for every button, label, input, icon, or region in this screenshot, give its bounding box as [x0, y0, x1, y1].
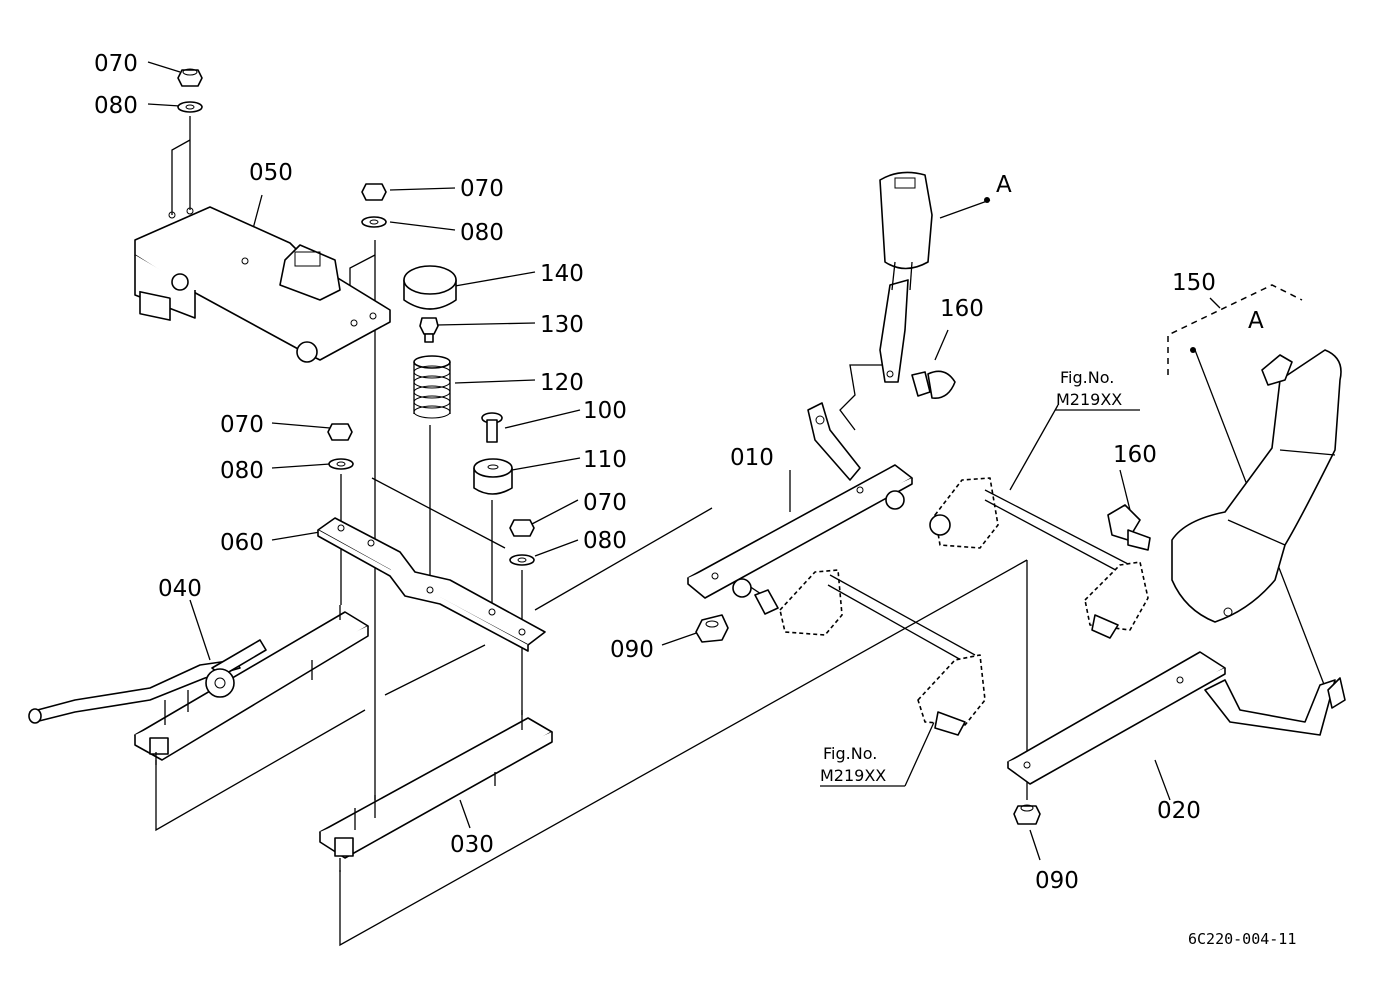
callout-bracket-a — [984, 197, 1303, 375]
reference-dot — [1190, 347, 1196, 353]
washer-080-part — [361, 216, 387, 228]
rail-030-part — [319, 710, 553, 872]
bolt-130-part — [419, 317, 439, 343]
label-010: 010 — [730, 445, 774, 471]
rail-040-part — [28, 605, 369, 765]
label-080: 080 — [94, 93, 138, 119]
nut-090-part — [695, 614, 729, 643]
arm-010-part — [687, 402, 913, 599]
label-070: 070 — [583, 490, 627, 516]
bolt-160-part — [911, 370, 956, 399]
figure-code: 6C220-004-11 — [1188, 930, 1296, 948]
label-160: 160 — [1113, 442, 1157, 468]
label-080: 080 — [220, 458, 264, 484]
label-110: 110 — [583, 447, 627, 473]
label-140: 140 — [540, 261, 584, 287]
label-100: 100 — [583, 398, 627, 424]
leader-lines — [147, 61, 1331, 947]
nut-070-part — [509, 519, 535, 537]
link-plate-right — [1084, 561, 1149, 639]
label-ref-a: A — [1248, 308, 1264, 334]
label-120: 120 — [540, 370, 584, 396]
nut-070-part — [177, 68, 203, 87]
nut-070-part — [361, 183, 387, 201]
link-plate-upper — [929, 477, 1131, 576]
fig-ref-line2: M219XX — [820, 766, 886, 785]
fig-ref-line2: M219XX — [1056, 390, 1122, 409]
label-150: 150 — [1172, 270, 1216, 296]
label-020: 020 — [1157, 798, 1201, 824]
fig-ref-line1: Fig.No. — [1060, 368, 1114, 387]
label-030: 030 — [450, 832, 494, 858]
fig-ref-line1: Fig.No. — [823, 744, 877, 763]
washer-080-part — [328, 458, 354, 470]
label-050: 050 — [249, 160, 293, 186]
link-plate-bottom — [917, 654, 986, 736]
label-160: 160 — [940, 296, 984, 322]
label-ref-a: A — [996, 172, 1012, 198]
link-plate-lower — [754, 569, 976, 666]
label-090: 090 — [610, 637, 654, 663]
label-070: 070 — [220, 412, 264, 438]
part-number-labels: 070 080 050 070 080 140 130 120 070 080 … — [94, 51, 1264, 894]
label-070: 070 — [94, 51, 138, 77]
label-090: 090 — [1035, 868, 1079, 894]
bolt-160-part — [1107, 504, 1151, 551]
spring-120-part — [413, 355, 451, 419]
washer-080-part — [177, 101, 203, 113]
seat-belt-retractor-150-part — [1171, 349, 1342, 623]
reference-dot — [984, 197, 990, 203]
label-040: 040 — [158, 576, 202, 602]
cap-140-part — [403, 265, 457, 310]
nut-090-part — [1013, 804, 1041, 825]
label-080: 080 — [583, 528, 627, 554]
bracket-050-part — [134, 206, 391, 363]
figure-references: Fig.No. M219XX Fig.No. M219XX — [820, 368, 1122, 785]
washer-080-part — [509, 554, 535, 566]
label-070: 070 — [460, 176, 504, 202]
label-080: 080 — [460, 220, 504, 246]
label-060: 060 — [220, 530, 264, 556]
plate-060-part — [317, 517, 546, 652]
bushing-110-part — [473, 458, 513, 495]
arm-020-part — [1007, 651, 1346, 785]
nut-070-part — [327, 423, 353, 441]
bolt-100-part — [481, 412, 503, 443]
label-130: 130 — [540, 312, 584, 338]
seat-belt-buckle-part — [879, 171, 933, 383]
